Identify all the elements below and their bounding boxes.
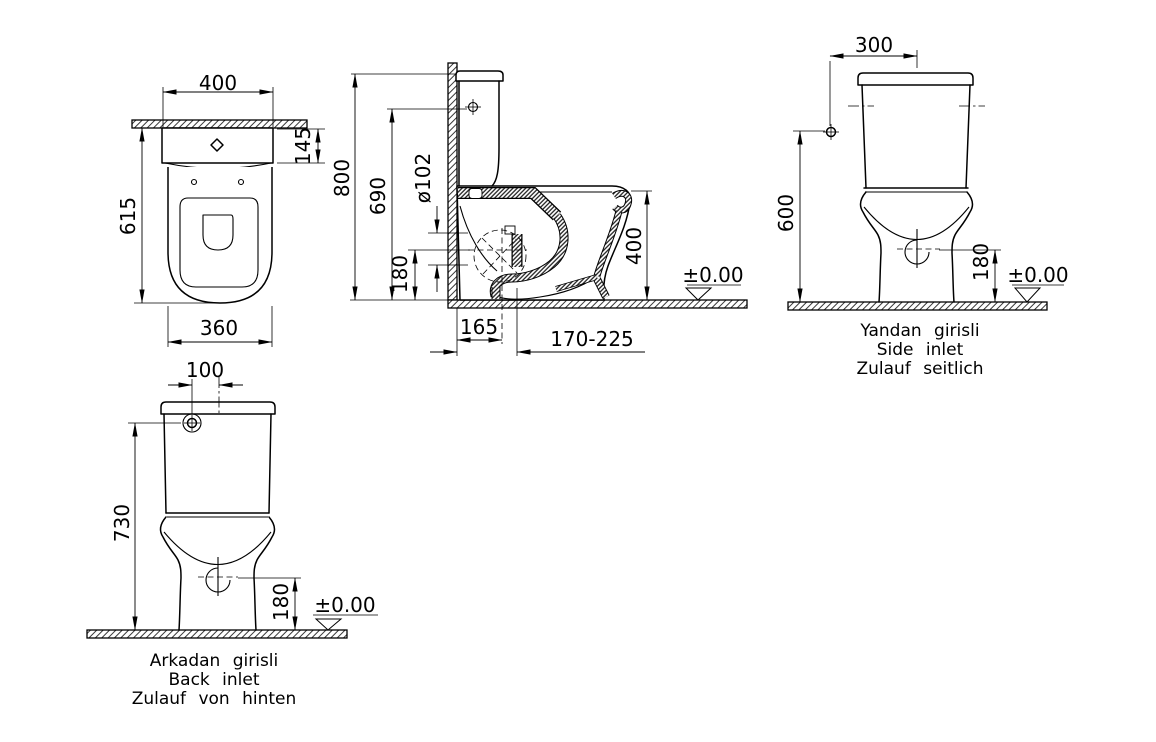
dim-inlet-offset: 300 (855, 33, 893, 57)
datum-triangle-icon (314, 618, 343, 631)
dim-drain-axis-height: 180 (969, 243, 993, 281)
water-inlet-icon (182, 413, 202, 433)
section-view: 800 690 ø102 180 400 165 170-225 ±0.00 (330, 62, 748, 356)
cistern-right-line (268, 413, 272, 514)
caption-line-de: Zulauf seitlich (857, 359, 984, 379)
dim-outlet-range: 170-225 (550, 327, 634, 351)
pan-back-curve (459, 205, 498, 272)
outlet-pipe-circle (473, 229, 527, 283)
plan-view: 400 145 615 360 (116, 71, 325, 347)
drain-outlet-icon (198, 557, 238, 596)
back-inlet-dimension-lines (128, 377, 301, 631)
sump-bottom-curve (494, 276, 597, 300)
wall-bar (131, 119, 308, 129)
bowl-opening-outline (202, 214, 234, 251)
dim-floor-level: ±0.00 (682, 263, 743, 287)
plan-dimension-lines (134, 87, 325, 347)
side-inlet-dimension-lines (793, 50, 1001, 303)
dim-cistern-depth: 145 (291, 127, 315, 165)
floor-section (86, 629, 348, 639)
dim-inlet-height: 690 (366, 177, 390, 215)
dim-bowl-width: 360 (200, 316, 238, 340)
cistern-left-line (861, 84, 867, 189)
back-inlet-view: 100 730 180 ±0.00 Arkadan girisli Back i… (86, 358, 378, 709)
seat-hinge-hole-icon (190, 178, 198, 186)
datum-triangle-icon (1013, 287, 1042, 303)
cistern-lid-section (455, 70, 504, 82)
caption-line-de: Zulauf von hinten (132, 689, 297, 709)
cistern-right-line (965, 84, 971, 189)
datum-level-icon: ±0.00 (1007, 263, 1069, 303)
caption-line-tr: Yandan girisli (859, 321, 979, 341)
dim-inlet-offset: 100 (186, 358, 224, 382)
dim-inlet-height: 730 (110, 504, 134, 542)
cistern-lid-outline (857, 72, 974, 86)
dim-wall-to-outlet: 165 (460, 315, 498, 339)
floor-section (787, 301, 1048, 311)
outlet-fitting (504, 225, 516, 235)
datum-level-icon: ±0.00 (313, 593, 378, 631)
datum-triangle-icon (684, 287, 713, 301)
drain-outlet-icon (897, 229, 940, 268)
cistern-front-line (491, 80, 500, 187)
dim-rim-height: 400 (622, 227, 646, 265)
bowl-right-outline (951, 191, 974, 303)
seat-hinge-hole-icon (237, 178, 245, 186)
side-inlet-view: 300 600 180 ±0.00 Yandan girisli Side in… (774, 33, 1069, 379)
bowl-right-outline (253, 516, 276, 631)
dim-inlet-height: 600 (774, 194, 798, 232)
dim-total-height: 800 (330, 159, 354, 197)
dim-cistern-width: 400 (199, 71, 237, 95)
dim-floor-level: ±0.00 (1007, 263, 1068, 287)
bowl-left-outline (859, 191, 882, 303)
bowl-left-outline (159, 516, 182, 631)
datum-level-icon: ±0.00 (682, 263, 744, 301)
dim-bowl-depth: 615 (116, 197, 140, 235)
dim-outlet-axis-height: 180 (388, 255, 412, 293)
dim-drain-axis-height: 180 (269, 583, 293, 621)
dim-floor-level: ±0.00 (314, 593, 375, 617)
trap-outlet-centerlines (468, 228, 527, 344)
seat-ring-outline (179, 197, 259, 288)
cistern-left-line (163, 413, 167, 514)
caption-line-en: Back inlet (168, 670, 259, 690)
back-inlet-caption: Arkadan girisli Back inlet Zulauf von hi… (132, 651, 297, 709)
floor-section (447, 299, 748, 309)
flush-channel-notch (468, 188, 483, 199)
section-dimension-lines (351, 73, 652, 356)
caption-line-en: Side inlet (877, 340, 964, 360)
dim-outlet-diameter: ø102 (411, 153, 435, 203)
side-inlet-caption: Yandan girisli Side inlet Zulauf seitlic… (857, 321, 984, 379)
flush-button-icon (210, 138, 224, 152)
wall-section (447, 62, 458, 301)
cistern-lid-outline (160, 401, 276, 415)
caption-line-tr: Arkadan girisli (150, 651, 279, 671)
